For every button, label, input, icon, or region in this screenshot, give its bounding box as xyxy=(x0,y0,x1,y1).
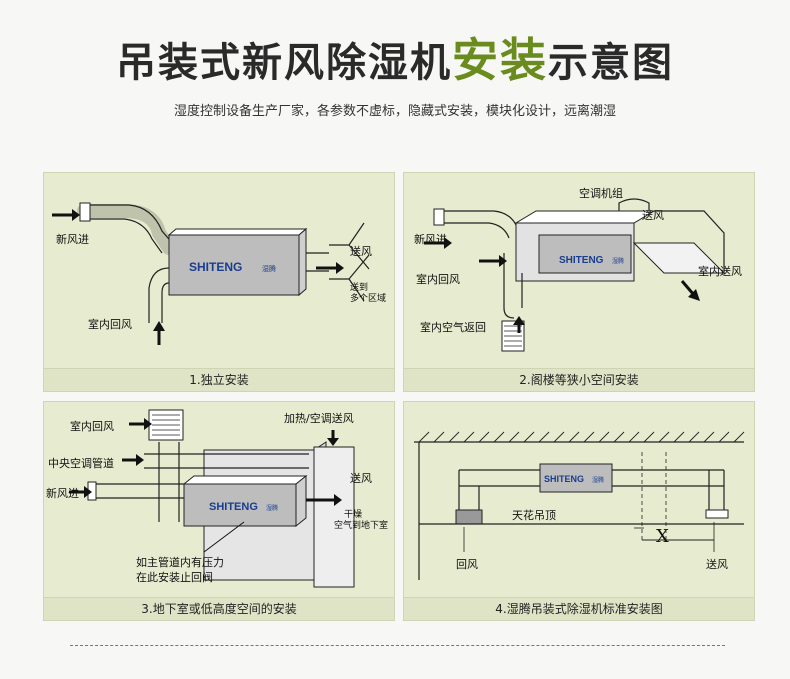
panel-standard: SHITENG 湿腾 天花吊顶 回风 送风 X 4.湿腾吊装式除湿机标准安装图 xyxy=(403,401,755,621)
label-x-mark: X xyxy=(656,526,669,547)
dehumidifier-unit xyxy=(168,234,300,296)
dehumidifier-unit xyxy=(539,463,613,493)
fresh-in-arrow xyxy=(84,486,92,498)
caption-panel-2: 2.阁楼等狭小空间安装 xyxy=(404,368,754,391)
label-fresh-in: 新风进 xyxy=(56,233,89,246)
caption-panel-3: 3.地下室或低高度空间的安装 xyxy=(44,597,394,620)
brand-logo-cn: 湿腾 xyxy=(612,257,624,265)
return-arrow xyxy=(144,418,152,430)
label-indoor-air-return: 室内空气返回 xyxy=(420,321,486,334)
label-heating-ac: 加热/空调送风 xyxy=(284,412,354,425)
label-note-2: 在此安装止回阀 xyxy=(136,571,213,584)
label-supply: 送风 xyxy=(706,558,728,571)
title-part-1: 吊装式新风除湿机 xyxy=(116,40,452,86)
supply-arrow xyxy=(336,262,344,274)
diagram-standalone: SHITENG 湿腾 xyxy=(52,202,370,345)
label-ceiling: 天花吊顶 xyxy=(512,509,556,522)
ceiling-hatch xyxy=(418,431,745,443)
label-fresh-in: 新风进 xyxy=(46,487,79,500)
brand-logo: SHITENG xyxy=(209,501,258,513)
brand-logo: SHITENG xyxy=(189,260,242,274)
page-subtitle: 湿度控制设备生产厂家，各参数不虚标，隐藏式安装，模块化设计，远离潮湿 xyxy=(173,104,616,119)
brand-logo: SHITENG xyxy=(544,474,584,484)
brand-logo-cn: 湿腾 xyxy=(262,264,276,273)
divider-dashed xyxy=(70,645,725,646)
label-multi-zone-2: 多个区域 xyxy=(350,294,387,304)
label-return: 回风 xyxy=(456,558,478,571)
supply-arrow xyxy=(334,494,342,506)
brand-logo-cn: 湿腾 xyxy=(266,504,278,512)
label-indoor-supply: 室内送风 xyxy=(698,265,742,278)
panel-attic: SHITENG 湿腾 空调机组 送风 新风进 室内回风 室内送风 室内空气返回 … xyxy=(403,172,755,392)
brand-logo-cn: 湿腾 xyxy=(592,476,604,484)
dehumidifier-unit xyxy=(183,483,297,527)
panel-standalone: SHITENG 湿腾 新风进 室内回风 送风 送到 多个区域 1.独立安装 xyxy=(43,172,395,392)
diagram-basement: SHITENG 湿腾 xyxy=(69,409,355,588)
caption-panel-1: 1.独立安装 xyxy=(44,368,394,391)
label-fresh-in: 新风进 xyxy=(414,233,447,246)
panel-basement: SHITENG 湿腾 室内回风 中央空调管道 新风进 加热/空调送风 送风 干燥… xyxy=(43,401,395,621)
diagram-attic: SHITENG 湿腾 xyxy=(424,198,726,352)
label-dry-air-2: 空气到地下室 xyxy=(334,521,389,531)
dehumidifier-unit xyxy=(538,234,632,274)
diagram-standard: SHITENG 湿腾 xyxy=(414,431,745,580)
title-part-3: 示意图 xyxy=(548,40,674,86)
label-ac-unit: 空调机组 xyxy=(579,187,623,200)
label-indoor-return: 室内回风 xyxy=(70,420,114,433)
label-supply: 送风 xyxy=(350,245,372,258)
label-indoor-return: 室内回风 xyxy=(416,273,460,286)
title-part-2: 安装 xyxy=(452,33,548,87)
label-note-1: 如主管道内有压力 xyxy=(136,556,224,569)
label-indoor-return: 室内回风 xyxy=(88,318,132,331)
brand-logo: SHITENG xyxy=(559,255,604,266)
label-dry-air-1: 干燥 xyxy=(344,510,363,520)
supply-arrow xyxy=(680,280,696,296)
label-supply: 送风 xyxy=(642,209,664,222)
caption-panel-4: 4.湿腾吊装式除湿机标准安装图 xyxy=(404,597,754,620)
page-title: 吊装式新风除湿机安装示意图 xyxy=(0,30,790,93)
label-central-duct: 中央空调管道 xyxy=(48,457,114,470)
label-multi-zone-1: 送到 xyxy=(350,283,369,293)
label-supply: 送风 xyxy=(350,472,372,485)
